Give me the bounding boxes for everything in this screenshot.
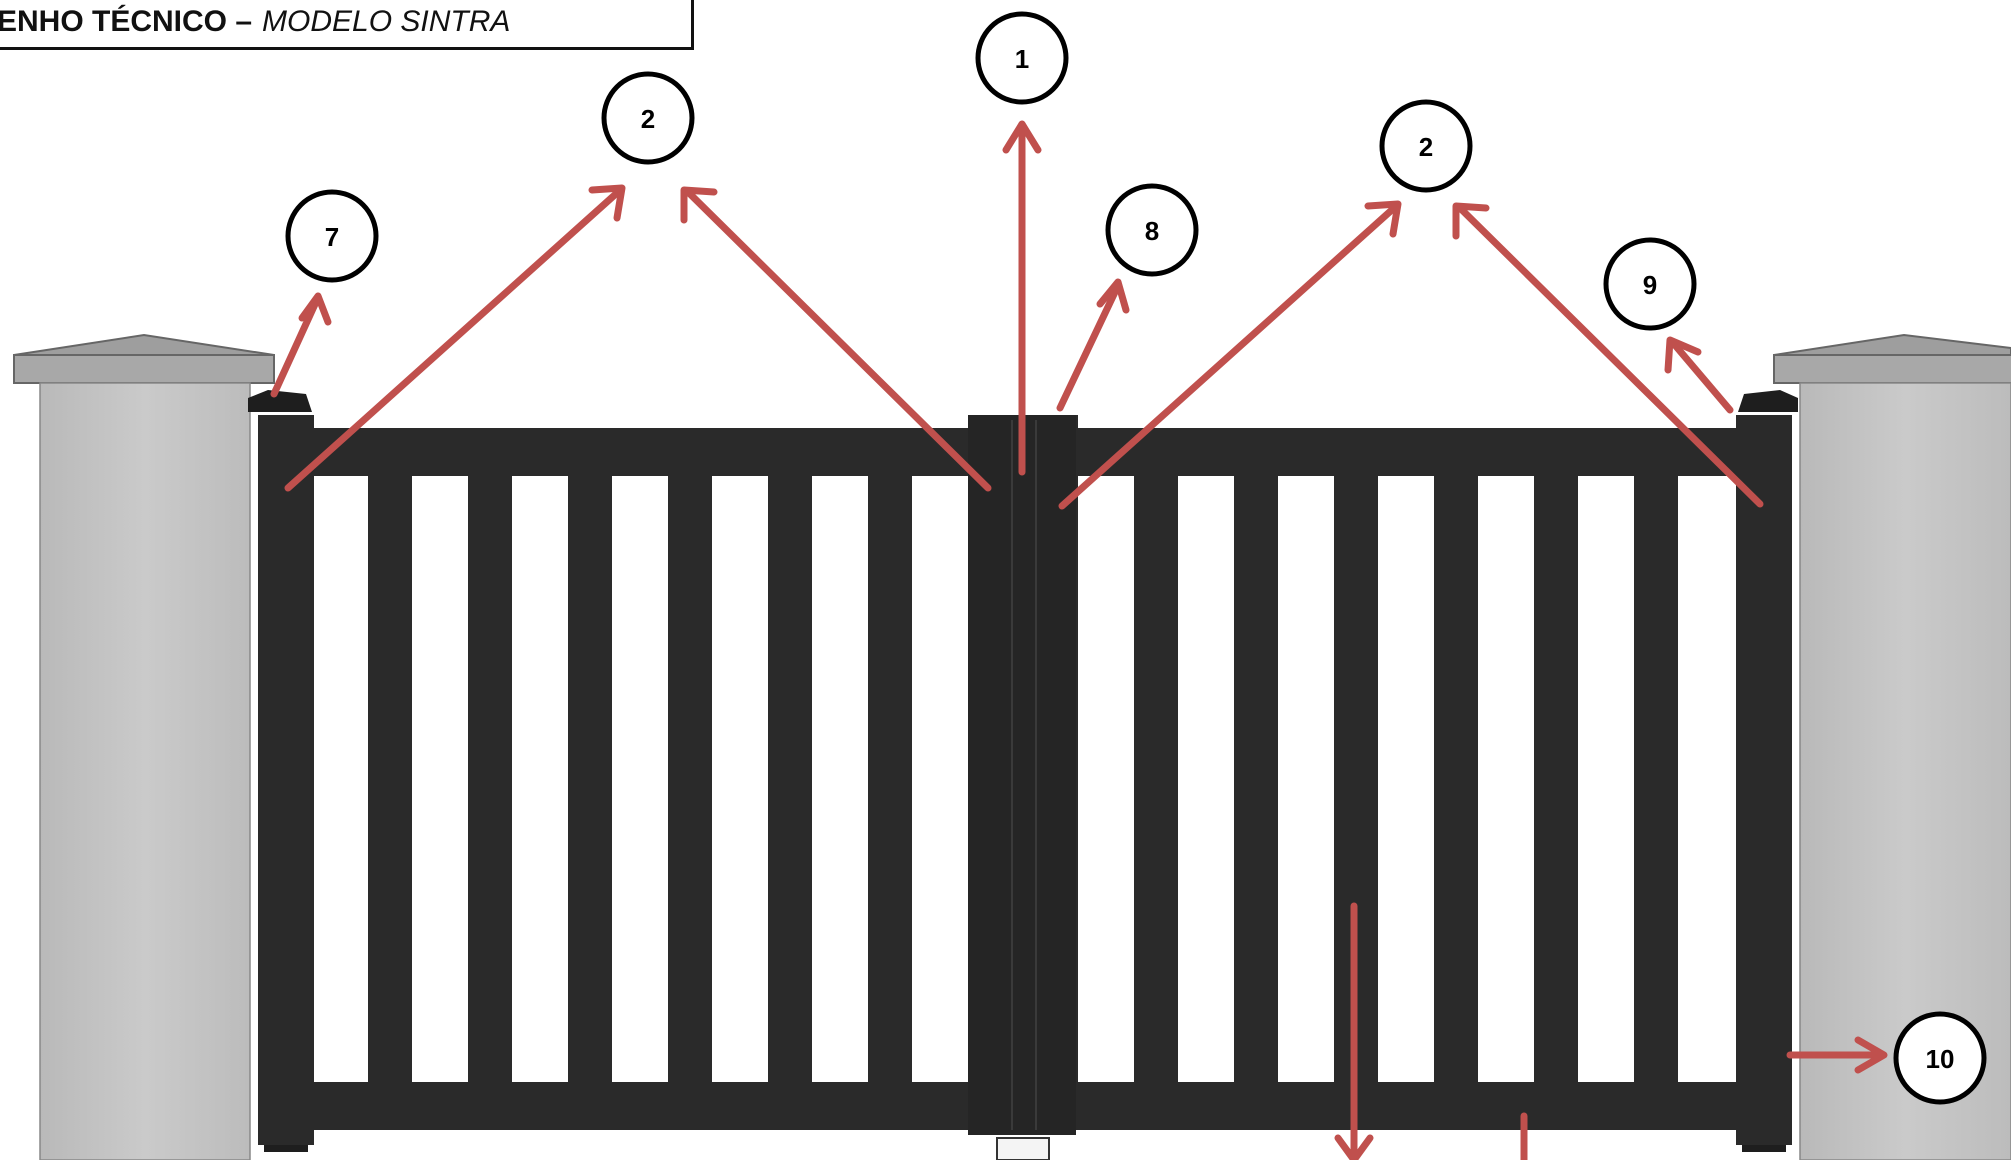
right-leaf-bottom-rail bbox=[1040, 1082, 1792, 1130]
arrow-2b-head bbox=[680, 186, 718, 224]
right-pillar-cap-top bbox=[1773, 333, 2011, 356]
callout-8-label: 8 bbox=[1145, 216, 1159, 246]
callout-1-label: 1 bbox=[1015, 44, 1029, 74]
callout-2-right: 2 bbox=[1379, 99, 1473, 193]
left-hinge-top bbox=[248, 390, 312, 412]
title-box: ENHO TÉCNICO – MODELO SINTRA bbox=[0, 0, 694, 50]
arrow-1-head bbox=[1002, 120, 1042, 154]
left-pillar-cap bbox=[13, 354, 275, 384]
arrow-10-head bbox=[1854, 1036, 1888, 1074]
left-pillar-cap-top bbox=[13, 333, 275, 356]
arrow-2d bbox=[1456, 204, 1764, 508]
callout-8: 8 bbox=[1105, 183, 1199, 277]
arrow-2c-head bbox=[1364, 200, 1402, 238]
arrow-9-head bbox=[1664, 336, 1702, 374]
arrow-8-head bbox=[1096, 278, 1130, 314]
arrow-9 bbox=[1670, 340, 1734, 414]
right-leaf-hinge-stile bbox=[1736, 415, 1792, 1145]
callout-1: 1 bbox=[975, 11, 1069, 105]
callout-10: 10 bbox=[1893, 1011, 1987, 1105]
callout-7: 7 bbox=[285, 189, 379, 283]
arrow-2a-head bbox=[588, 184, 626, 222]
left-leaf-hinge-stile bbox=[258, 415, 314, 1145]
left-leaf-bottom-rail bbox=[258, 1082, 1008, 1130]
arrow-7-head bbox=[298, 292, 332, 326]
callout-2-left: 2 bbox=[601, 71, 695, 165]
callout-9-label: 9 bbox=[1643, 270, 1657, 300]
callout-2-right-label: 2 bbox=[1419, 132, 1433, 162]
callout-2-left-label: 2 bbox=[641, 104, 655, 134]
left-pillar-body bbox=[39, 382, 251, 1161]
arrow-8 bbox=[1056, 286, 1120, 412]
title-main: ENHO TÉCNICO – bbox=[0, 5, 253, 38]
left-pillar bbox=[13, 333, 275, 1161]
left-leaf-top-rail bbox=[258, 428, 1008, 476]
callout-9: 9 bbox=[1603, 237, 1697, 331]
left-leaf-pickets bbox=[368, 476, 912, 1082]
left-gate-leaf bbox=[258, 415, 1012, 1145]
right-leaf-top-rail bbox=[1040, 428, 1792, 476]
callout-7-label: 7 bbox=[325, 222, 339, 252]
center-post-body bbox=[968, 415, 1076, 1135]
arrow-2a bbox=[284, 188, 622, 492]
right-gate-leaf bbox=[1036, 415, 1792, 1145]
arrow-2d-head bbox=[1452, 202, 1490, 240]
right-leaf-pickets bbox=[1134, 476, 1678, 1082]
center-post bbox=[968, 415, 1076, 1135]
right-pillar-cap bbox=[1773, 354, 2011, 384]
floor-stop bbox=[996, 1137, 1050, 1161]
arrow-2b bbox=[684, 188, 992, 492]
right-hinge-top bbox=[1738, 390, 1798, 412]
title-model: MODELO SINTRA bbox=[262, 5, 511, 38]
arrow-2c bbox=[1058, 204, 1398, 510]
arrow-7 bbox=[270, 298, 320, 398]
arrows bbox=[270, 120, 1888, 1164]
callout-10-label: 10 bbox=[1926, 1044, 1955, 1074]
